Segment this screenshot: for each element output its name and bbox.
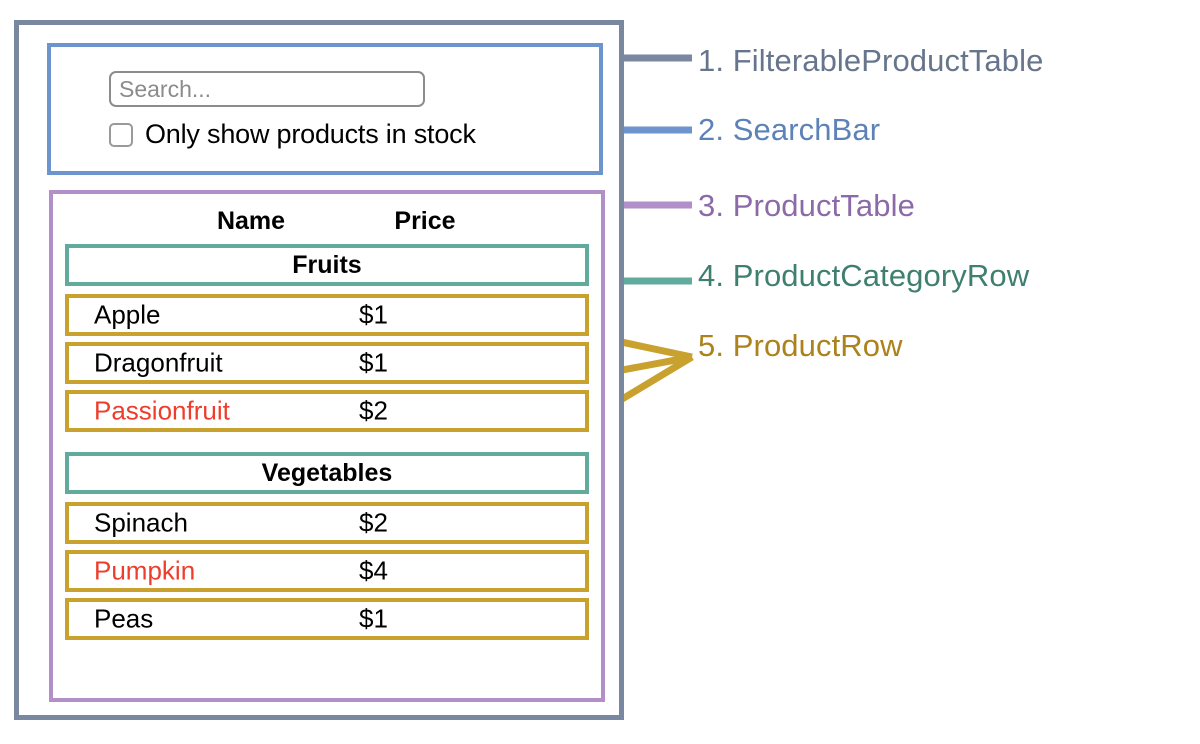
column-header-price: Price	[394, 206, 456, 235]
product-price: $1	[359, 347, 388, 378]
in-stock-filter[interactable]: Only show products in stock	[109, 119, 476, 150]
product-category-label: Vegetables	[261, 458, 393, 487]
group-separator	[53, 438, 601, 452]
product-name: Pumpkin	[94, 555, 196, 586]
product-category-row: Fruits	[65, 244, 589, 286]
product-name: Spinach	[94, 507, 188, 538]
product-row: Peas $1	[65, 598, 589, 640]
column-header-name: Name	[216, 206, 286, 235]
product-price: $1	[359, 299, 388, 330]
product-name: Dragonfruit	[94, 347, 223, 378]
in-stock-checkbox-label: Only show products in stock	[145, 119, 476, 149]
search-bar: Only show products in stock	[47, 43, 603, 175]
product-row: Apple $1	[65, 294, 589, 336]
product-name: Passionfruit	[94, 395, 230, 426]
product-row: Pumpkin $4	[65, 550, 589, 592]
product-table: Name Price Fruits Apple $1 Dragonfruit $…	[49, 190, 605, 702]
product-price: $2	[359, 395, 388, 426]
legend-label-product-category-row: 4. ProductCategoryRow	[698, 258, 1030, 293]
product-price: $4	[359, 555, 388, 586]
product-category-label: Fruits	[292, 250, 362, 279]
product-name: Apple	[94, 299, 161, 330]
in-stock-checkbox[interactable]	[109, 122, 133, 147]
product-name: Peas	[94, 603, 154, 634]
product-row: Spinach $2	[65, 502, 589, 544]
legend-label-filterable-product-table: 1. FilterableProductTable	[698, 43, 1044, 78]
legend-label-product-row: 5. ProductRow	[698, 328, 903, 363]
product-category-row: Vegetables	[65, 452, 589, 494]
product-table-body: Fruits Apple $1 Dragonfruit $1 Passionfr…	[53, 244, 601, 646]
product-price: $1	[359, 603, 388, 634]
filterable-product-table: Only show products in stock Name Price F…	[14, 20, 624, 720]
search-input[interactable]	[109, 71, 425, 107]
legend-label-product-table: 3. ProductTable	[698, 188, 915, 223]
product-row: Dragonfruit $1	[65, 342, 589, 384]
product-row: Passionfruit $2	[65, 390, 589, 432]
product-price: $2	[359, 507, 388, 538]
product-table-header: Name Price	[53, 200, 601, 242]
legend-label-search-bar: 2. SearchBar	[698, 112, 881, 147]
